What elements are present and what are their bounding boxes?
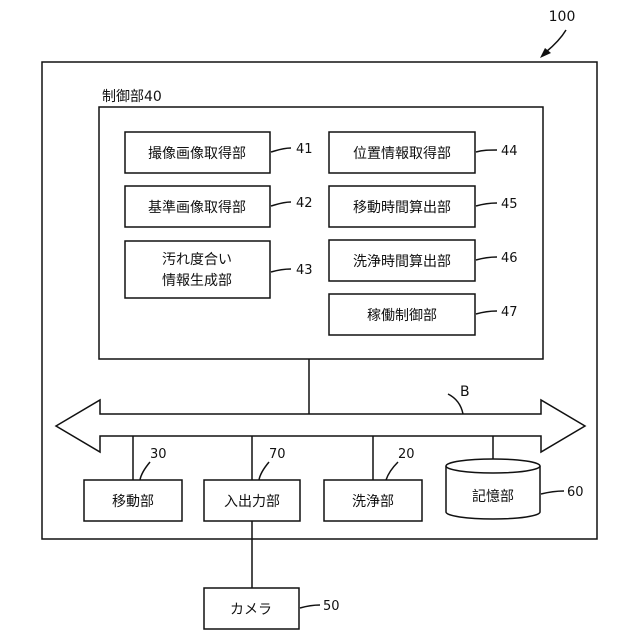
unit-45-label: 移動時間算出部 [353,200,451,216]
peripheral-20-label: 洗浄部 [352,494,394,510]
camera: カメラ 50 [204,588,340,629]
peripheral-70-label: 入出力部 [224,494,280,510]
unit-41-label: 撮像画像取得部 [148,145,246,162]
unit-43-label-line2: 情報生成部 [162,273,232,289]
peripheral-20-ref: 20 [398,447,415,462]
unit-45-ref: 45 [501,197,518,212]
unit-44-ref: 44 [501,144,518,159]
unit-46-ref: 46 [501,251,518,266]
unit-43-box [125,241,270,298]
peripheral-70-ref: 70 [269,447,286,462]
unit-46-label: 洗浄時間算出部 [353,254,451,270]
peripheral-60-ref: 60 [567,485,584,500]
unit-41-ref: 41 [296,142,313,157]
unit-47-label: 稼働制御部 [367,308,437,324]
unit-42-label: 基準画像取得部 [148,199,246,216]
camera-leader [300,605,320,608]
peripheral-60-label: 記憶部 [472,488,514,505]
bus-label: B [460,384,470,400]
figure-number: 100 [549,9,576,25]
controller-title: 制御部40 [102,89,162,105]
unit-44-label: 位置情報取得部 [353,145,451,162]
peripheral-30-label: 移動部 [112,494,154,510]
unit-42-ref: 42 [296,196,313,211]
unit-43-label-line1: 汚れ度合い [162,252,232,268]
unit-43-ref: 43 [296,263,313,278]
peripheral-30-ref: 30 [150,447,167,462]
camera-label: カメラ [230,602,272,618]
camera-ref: 50 [323,599,340,614]
unit-47-ref: 47 [501,305,518,320]
figure-number-leader [546,30,566,52]
storage-cylinder-top [446,459,540,473]
